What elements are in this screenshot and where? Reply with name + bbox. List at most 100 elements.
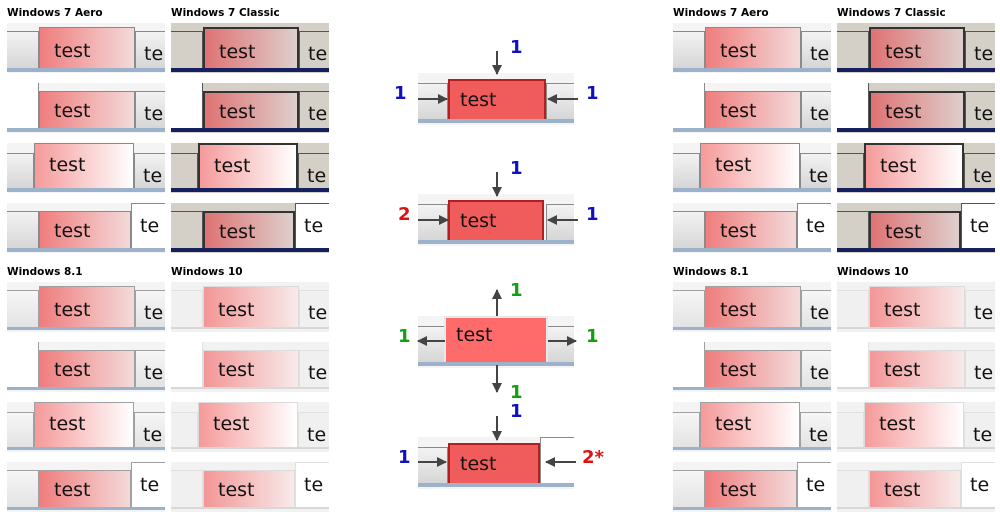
highlighted-tab[interactable]: test bbox=[39, 350, 135, 387]
neighbor-tab-right[interactable]: te bbox=[135, 350, 165, 387]
highlighted-tab[interactable]: test bbox=[203, 91, 299, 128]
neighbor-tab-right bbox=[546, 83, 574, 119]
neighbor-tab-right[interactable]: te bbox=[295, 462, 329, 507]
neighbor-tab-right[interactable]: te bbox=[299, 290, 329, 327]
highlighted-tab[interactable]: test bbox=[864, 402, 964, 447]
neighbor-tab-right[interactable]: te bbox=[965, 31, 995, 68]
neighbor-tab-right[interactable]: te bbox=[135, 31, 165, 68]
highlighted-tab[interactable]: test bbox=[864, 143, 964, 188]
highlighted-tab[interactable]: test bbox=[39, 27, 135, 68]
neighbor-tab-left[interactable] bbox=[673, 31, 705, 68]
neighbor-tab-left[interactable] bbox=[673, 412, 700, 447]
neighbor-tab-right[interactable]: te bbox=[295, 203, 329, 248]
tab-baseline bbox=[171, 327, 329, 329]
neighbor-tab-right[interactable]: te bbox=[800, 412, 831, 447]
highlighted-tab-label: test bbox=[54, 100, 91, 122]
highlighted-tab-label: test bbox=[884, 359, 921, 381]
highlighted-tab[interactable]: test bbox=[39, 286, 135, 327]
highlighted-tab[interactable]: test bbox=[203, 27, 299, 68]
neighbor-tab-left[interactable] bbox=[837, 470, 869, 507]
neighbor-tab-right[interactable]: te bbox=[134, 153, 165, 188]
highlighted-tab[interactable]: test bbox=[39, 470, 131, 507]
neighbor-tab-right[interactable]: te bbox=[964, 153, 995, 188]
highlighted-tab[interactable]: test bbox=[198, 402, 298, 447]
neighbor-tab-left[interactable] bbox=[837, 211, 869, 248]
neighbor-tab-left[interactable] bbox=[7, 153, 34, 188]
neighbor-tab-left[interactable] bbox=[837, 290, 869, 327]
neighbor-tab-left[interactable] bbox=[7, 31, 39, 68]
neighbor-tab-left[interactable] bbox=[837, 31, 869, 68]
highlighted-tab[interactable]: test bbox=[869, 27, 965, 68]
highlighted-tab[interactable]: test bbox=[198, 143, 298, 188]
neighbor-tab-right[interactable]: te bbox=[131, 203, 165, 248]
highlighted-tab[interactable]: test bbox=[203, 470, 295, 507]
tab-baseline bbox=[7, 507, 165, 510]
neighbor-tab-label: te bbox=[809, 165, 829, 187]
highlighted-tab[interactable]: test bbox=[705, 470, 797, 507]
highlighted-tab[interactable]: test bbox=[705, 91, 801, 128]
neighbor-tab-left[interactable] bbox=[171, 153, 198, 188]
neighbor-tab-right[interactable]: te bbox=[800, 153, 831, 188]
neighbor-tab-label: te bbox=[140, 474, 160, 496]
highlighted-tab[interactable]: test bbox=[203, 350, 299, 387]
highlighted-tab[interactable]: test bbox=[700, 143, 800, 188]
neighbor-tab-right[interactable]: te bbox=[964, 412, 995, 447]
neighbor-tab-right[interactable]: te bbox=[299, 91, 329, 128]
highlighted-tab[interactable]: test bbox=[705, 27, 801, 68]
highlighted-tab[interactable]: test bbox=[705, 211, 797, 248]
neighbor-tab-right[interactable]: te bbox=[135, 290, 165, 327]
neighbor-tab-right[interactable]: te bbox=[965, 290, 995, 327]
neighbor-tab-right[interactable]: te bbox=[299, 31, 329, 68]
neighbor-tab-right[interactable]: te bbox=[961, 462, 995, 507]
highlighted-tab[interactable]: test bbox=[869, 211, 961, 248]
tab-baseline bbox=[837, 248, 995, 252]
neighbor-tab-left[interactable] bbox=[171, 470, 203, 507]
highlighted-tab[interactable]: test bbox=[203, 211, 295, 248]
neighbor-tab-right[interactable]: te bbox=[134, 412, 165, 447]
neighbor-tab-right[interactable]: te bbox=[797, 462, 831, 507]
highlighted-tab[interactable]: test bbox=[869, 91, 965, 128]
neighbor-tab-left[interactable] bbox=[837, 412, 864, 447]
neighbor-tab-left[interactable] bbox=[673, 153, 700, 188]
highlighted-tab-label: test bbox=[49, 154, 86, 176]
neighbor-tab-right[interactable]: te bbox=[965, 350, 995, 387]
neighbor-tab-left[interactable] bbox=[171, 211, 203, 248]
highlighted-tab[interactable]: test bbox=[705, 286, 801, 327]
neighbor-tab-left[interactable] bbox=[7, 211, 39, 248]
neighbor-tab-right[interactable]: te bbox=[801, 290, 831, 327]
highlighted-tab[interactable]: test bbox=[34, 143, 134, 188]
highlighted-tab-label: test bbox=[54, 40, 91, 62]
highlighted-tab[interactable]: test bbox=[203, 286, 299, 327]
neighbor-tab-right[interactable]: te bbox=[298, 412, 329, 447]
highlighted-tab[interactable]: test bbox=[700, 402, 800, 447]
neighbor-tab-right[interactable]: te bbox=[298, 153, 329, 188]
neighbor-tab-right[interactable]: te bbox=[801, 31, 831, 68]
highlighted-tab[interactable]: test bbox=[869, 470, 961, 507]
neighbor-tab-left[interactable] bbox=[673, 470, 705, 507]
neighbor-tab-left[interactable] bbox=[837, 153, 864, 188]
neighbor-tab-right[interactable]: te bbox=[801, 350, 831, 387]
neighbor-tab-right[interactable]: te bbox=[131, 462, 165, 507]
neighbor-tab-right[interactable]: te bbox=[961, 203, 995, 248]
neighbor-tab-right[interactable]: te bbox=[801, 91, 831, 128]
neighbor-tab-right[interactable]: te bbox=[135, 91, 165, 128]
highlighted-tab: test bbox=[448, 443, 540, 483]
highlighted-tab[interactable]: test bbox=[869, 286, 965, 327]
neighbor-tab-left[interactable] bbox=[673, 290, 705, 327]
highlighted-tab[interactable]: test bbox=[705, 350, 801, 387]
neighbor-tab-left[interactable] bbox=[7, 412, 34, 447]
highlighted-tab[interactable]: test bbox=[869, 350, 965, 387]
neighbor-tab-left[interactable] bbox=[171, 412, 198, 447]
highlighted-tab[interactable]: test bbox=[39, 211, 131, 248]
neighbor-tab-left[interactable] bbox=[673, 211, 705, 248]
neighbor-tab-left[interactable] bbox=[7, 470, 39, 507]
neighbor-tab-left[interactable] bbox=[171, 290, 203, 327]
highlighted-tab[interactable]: test bbox=[34, 402, 134, 447]
neighbor-tab-right[interactable]: te bbox=[299, 350, 329, 387]
neighbor-tab-left[interactable] bbox=[171, 31, 203, 68]
highlighted-tab[interactable]: test bbox=[39, 91, 135, 128]
neighbor-tab-right[interactable]: te bbox=[965, 91, 995, 128]
neighbor-tab-right[interactable]: te bbox=[797, 203, 831, 248]
neighbor-tab-left[interactable] bbox=[7, 290, 39, 327]
